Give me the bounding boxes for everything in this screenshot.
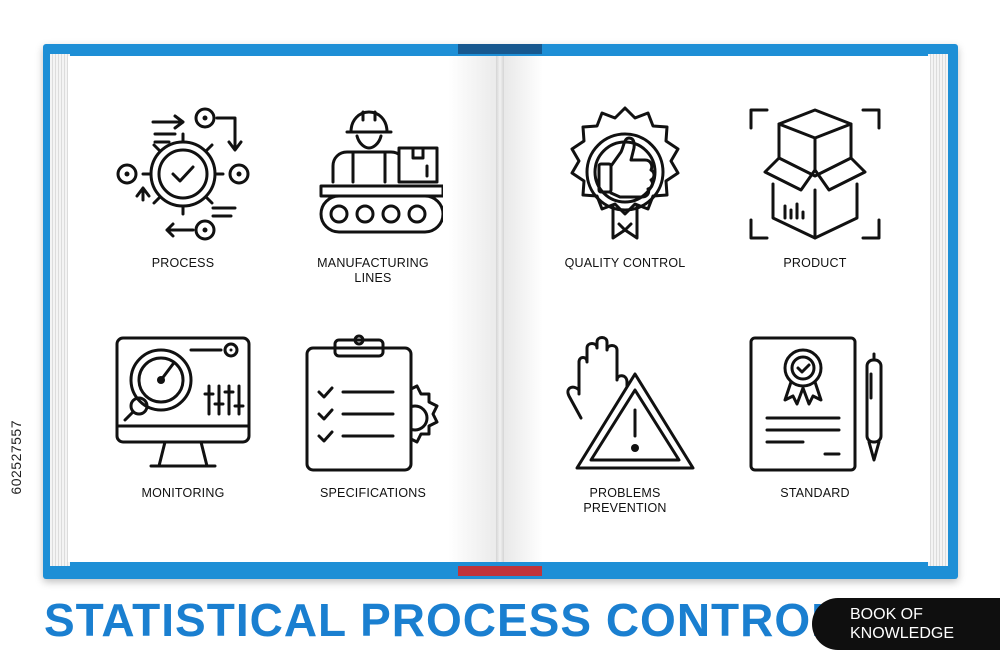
quality-control-item: QUALITY CONTROL xyxy=(535,104,715,271)
warning-hand-icon xyxy=(566,336,695,470)
book-of-knowledge-badge: BOOK OF KNOWLEDGE xyxy=(812,598,1000,650)
book-spine-bottom xyxy=(458,566,542,576)
item-label-process: PROCESS xyxy=(151,256,215,270)
product-item: PRODUCT xyxy=(725,104,905,271)
item-label-product: PRODUCT xyxy=(783,256,847,270)
item-label-monitoring: MONITORING xyxy=(141,486,225,500)
right-page xyxy=(500,56,930,562)
thumbs-up-badge-icon xyxy=(570,106,680,240)
item-label-standard: STANDARD xyxy=(780,486,850,500)
process-cycle-icon xyxy=(116,107,250,241)
certificate-pen-icon xyxy=(749,336,883,472)
manufacturing-lines-item: MANUFACTURING LINES xyxy=(283,104,463,286)
specifications-item: SPECIFICATIONS xyxy=(283,334,463,501)
item-label-specifications: SPECIFICATIONS xyxy=(319,486,427,500)
clipboard-checklist-icon xyxy=(305,334,439,472)
image-id-label: 602527557 xyxy=(8,420,24,495)
conveyor-worker-icon xyxy=(319,110,443,234)
left-page xyxy=(68,56,500,562)
book-gutter xyxy=(496,56,504,562)
open-box-icon xyxy=(749,108,881,240)
standard-item: STANDARD xyxy=(725,334,905,501)
monitoring-item: MONITORING xyxy=(93,334,273,501)
page-edges-left xyxy=(50,54,70,566)
item-label-problems-prevention: PROBLEMS PREVENTION xyxy=(583,486,667,515)
monitor-gauge-icon xyxy=(115,336,251,468)
main-title: STATISTICAL PROCESS CONTROL xyxy=(44,594,841,646)
process-item: PROCESS xyxy=(93,104,273,271)
page-edges-right xyxy=(928,54,948,566)
problems-prevention-item: PROBLEMS PREVENTION xyxy=(535,334,715,516)
item-label-manufacturing-lines: MANUFACTURING LINES xyxy=(317,256,429,285)
item-label-quality-control: QUALITY CONTROL xyxy=(564,256,686,270)
book-spine-top xyxy=(458,44,542,54)
